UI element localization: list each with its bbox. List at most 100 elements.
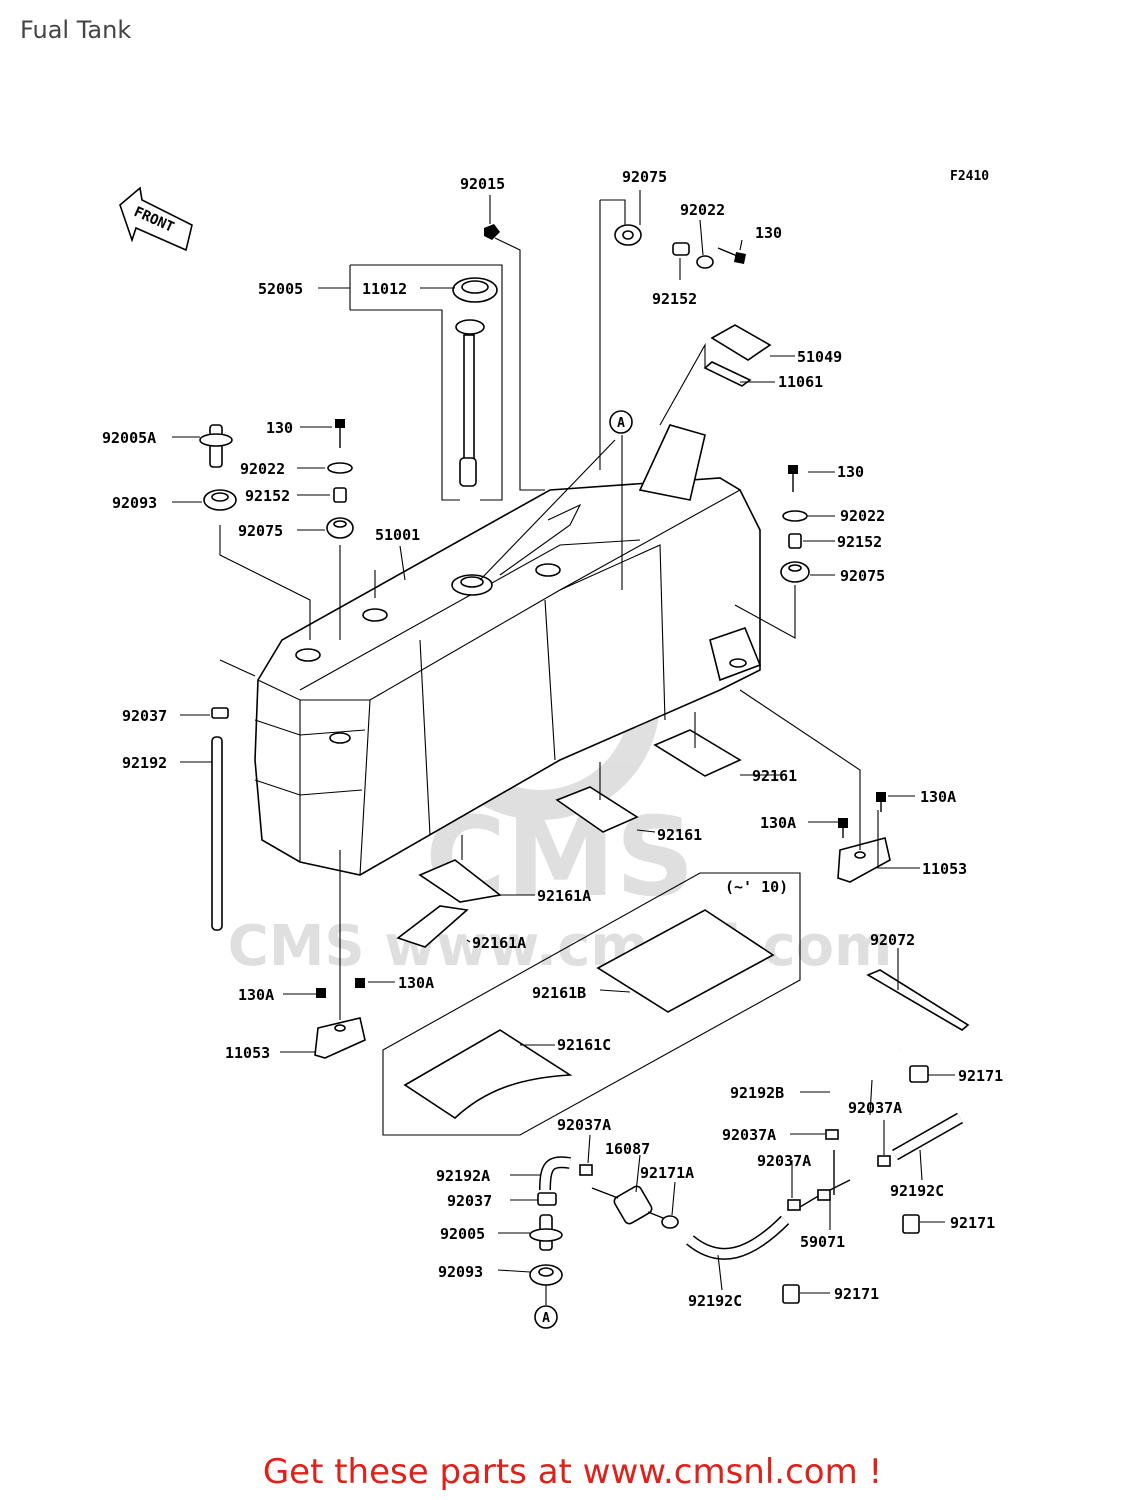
label-130A-r2: 130A xyxy=(760,814,796,832)
label-92037-left: 92037 xyxy=(122,707,167,725)
grommet-92005-icon xyxy=(529,1214,563,1251)
label-92022-right: 92022 xyxy=(840,507,885,525)
marker-a-top: A xyxy=(609,410,633,434)
label-92152-left: 92152 xyxy=(245,487,290,505)
bracket-11053-left-icon xyxy=(314,1017,366,1059)
label-92161B: 92161B xyxy=(532,984,586,1002)
label-92192A: 92192A xyxy=(436,1167,490,1185)
label-51001: 51001 xyxy=(375,526,420,544)
clamp-92037A-a-icon xyxy=(825,1129,839,1140)
label-92192C-b: 92192C xyxy=(688,1292,742,1310)
part-11012-gasket-icon xyxy=(452,277,498,303)
part-92075-right-icon xyxy=(780,561,810,583)
label-92171-b: 92171 xyxy=(950,1214,995,1232)
label-92037A-c: 92037A xyxy=(557,1116,611,1134)
pad-92161C-icon xyxy=(403,1029,573,1120)
label-92022-top: 92022 xyxy=(680,201,725,219)
label-92037A-b: 92037A xyxy=(722,1126,776,1144)
label-92152-top: 92152 xyxy=(652,290,697,308)
label-92161-r2: 92161 xyxy=(657,826,702,844)
kit-group-box xyxy=(382,872,801,1136)
part-92022-right-icon xyxy=(782,510,808,522)
bracket-11053-right-icon xyxy=(837,837,891,883)
clamp-92171A-icon xyxy=(661,1215,679,1229)
part-92093-left-icon xyxy=(203,489,237,511)
label-130A-l1: 130A xyxy=(238,986,274,1004)
clip-92171-a-icon xyxy=(909,1065,929,1083)
label-11053-left: 11053 xyxy=(225,1044,270,1062)
part-130-left-bolt-icon xyxy=(335,419,345,448)
clamp-92037A-c-icon xyxy=(787,1199,801,1211)
clamp-92037A-b-icon xyxy=(877,1155,891,1167)
label-92005A: 92005A xyxy=(102,429,156,447)
hose-92192A-icon xyxy=(539,1156,571,1191)
marker-a-bottom: A xyxy=(534,1305,558,1329)
part-92152-left-icon xyxy=(333,487,347,503)
label-130-right: 130 xyxy=(837,463,864,481)
part-130-right-bolt-icon xyxy=(788,465,798,492)
part-92152-top-icon xyxy=(672,242,690,256)
part-92037-clamp-icon xyxy=(211,707,229,719)
watermark-url: CMS www.cmsnl.com xyxy=(228,914,893,979)
label-92015: 92015 xyxy=(460,175,505,193)
label-92161A-1: 92161A xyxy=(537,887,591,905)
label-92192B: 92192B xyxy=(730,1084,784,1102)
svg-text:A: A xyxy=(617,416,625,431)
label-130-left: 130 xyxy=(266,419,293,437)
clamp-92037A-d-icon xyxy=(579,1164,593,1176)
part-92022-top-icon xyxy=(696,255,714,269)
part-92072-strap-icon xyxy=(866,969,970,1031)
joint-59071-icon xyxy=(794,1150,851,1211)
label-92075-left: 92075 xyxy=(238,522,283,540)
pad-92161A-2-icon xyxy=(396,905,469,948)
part-92152-right-icon xyxy=(788,533,802,549)
label-92022-left: 92022 xyxy=(240,460,285,478)
label-92171A: 92171A xyxy=(640,1164,694,1182)
part-130A-right-1-icon xyxy=(876,792,886,812)
fuel-tank-51001 xyxy=(254,424,762,876)
label-92037A-d: 92037A xyxy=(757,1152,811,1170)
part-92022-left-icon xyxy=(327,462,353,474)
label-92093: 92093 xyxy=(438,1263,483,1281)
part-11061-icon xyxy=(703,361,752,387)
footer-link[interactable]: Get these parts at www.cmsnl.com ! xyxy=(262,1452,883,1492)
part-52005-fuel-gauge-icon xyxy=(455,319,485,487)
label-92075-top: 92075 xyxy=(622,168,667,186)
label-92075-right: 92075 xyxy=(840,567,885,585)
label-130A-r1: 130A xyxy=(920,788,956,806)
label-92093-left: 92093 xyxy=(112,494,157,512)
label-92192C-a: 92192C xyxy=(890,1182,944,1200)
part-130A-right-2-icon xyxy=(838,818,848,838)
label-11061: 11061 xyxy=(778,373,823,391)
pad-92161-1-icon xyxy=(653,729,742,777)
label-92072: 92072 xyxy=(870,931,915,949)
label-11053-right: 11053 xyxy=(922,860,967,878)
label-92037A-a: 92037A xyxy=(848,1099,902,1117)
leader-lines xyxy=(172,190,955,1305)
hose-92192C-a-icon xyxy=(892,1112,963,1161)
label-92005: 92005 xyxy=(440,1225,485,1243)
callout-labels: 92015 92075 92022 130 52005 11012 92152 … xyxy=(102,168,1003,1310)
clamp-92037-icon xyxy=(537,1192,557,1206)
label-92161A-2: 92161A xyxy=(472,934,526,952)
label-92152-right: 92152 xyxy=(837,533,882,551)
label-92192-left: 92192 xyxy=(122,754,167,772)
figure-code: F2410 xyxy=(950,169,989,184)
part-92015-icon xyxy=(484,224,500,240)
clip-92171-c-icon xyxy=(782,1284,800,1304)
part-130-top-bolt-icon xyxy=(717,247,746,264)
front-arrow-icon: FRONT xyxy=(119,186,193,252)
part-92192-hose-icon xyxy=(211,736,223,931)
part-51049-icon xyxy=(710,324,772,361)
label-92161C: 92161C xyxy=(557,1036,611,1054)
pad-92161B-icon xyxy=(596,909,775,1013)
label-59071: 59071 xyxy=(800,1233,845,1251)
label-92171-c: 92171 xyxy=(834,1285,879,1303)
label-92171-a: 92171 xyxy=(958,1067,1003,1085)
label-92037: 92037 xyxy=(447,1192,492,1210)
label-11012: 11012 xyxy=(362,280,407,298)
grommet-92093-icon xyxy=(529,1264,563,1286)
part-92005A-icon xyxy=(199,424,233,468)
label-year-note: (~' 10) xyxy=(725,878,788,896)
label-92161-r1: 92161 xyxy=(752,767,797,785)
